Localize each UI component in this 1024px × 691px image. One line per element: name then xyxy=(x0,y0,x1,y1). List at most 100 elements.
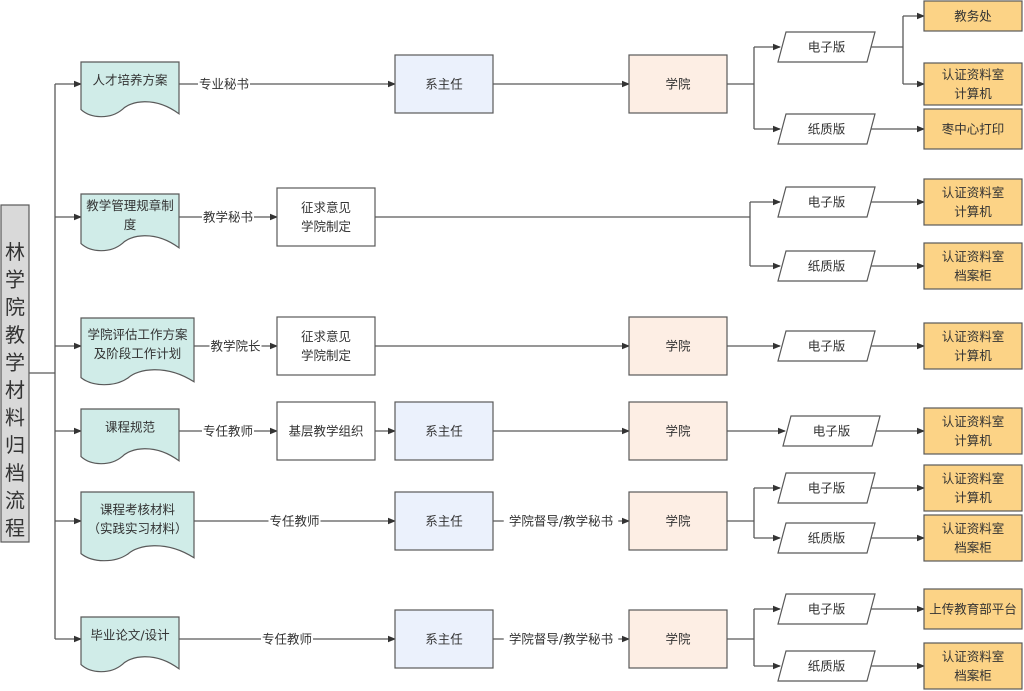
destination-label: 计算机 xyxy=(954,204,992,219)
document-node xyxy=(80,193,180,252)
title-char: 院 xyxy=(5,295,25,319)
edge-label-bg xyxy=(198,76,250,92)
process-node-college xyxy=(628,401,728,461)
edge-label-bg xyxy=(202,423,254,439)
document-node xyxy=(80,317,195,386)
title-char: 档 xyxy=(5,461,25,485)
destination-label: 认证资料室 xyxy=(942,329,1005,344)
process-label: 征求意见 xyxy=(301,200,351,215)
format-node xyxy=(777,113,876,145)
document-node xyxy=(80,491,195,562)
destination-node xyxy=(923,642,1023,690)
destination-node xyxy=(923,108,1023,150)
edge-label: 专任教师 xyxy=(203,424,253,439)
format-label: 电子版 xyxy=(808,40,846,55)
edge-label: 学院督导/教学秘书 xyxy=(509,632,613,647)
edge-label-bg xyxy=(503,631,619,647)
format-node xyxy=(777,330,876,362)
destination-node xyxy=(923,322,1023,370)
process-label: 基层教学组织 xyxy=(288,424,363,439)
process-node-college xyxy=(628,316,728,376)
document-node xyxy=(80,61,180,118)
title-box xyxy=(0,204,30,543)
destination-node xyxy=(923,588,1023,630)
destination-label: 认证资料室 xyxy=(942,521,1005,536)
format-label: 纸质版 xyxy=(808,122,846,137)
edge-label: 学院督导/教学秘书 xyxy=(509,514,613,529)
destination-label: 计算机 xyxy=(954,348,992,363)
title-char: 程 xyxy=(5,516,25,540)
process-label: 学院 xyxy=(665,632,691,647)
document-label: （实践实习材料） xyxy=(87,521,187,536)
format-label: 电子版 xyxy=(808,339,846,354)
edge-label: 教学秘书 xyxy=(203,210,253,225)
destination-node xyxy=(923,0,1023,32)
document-label: 教学管理规章制 xyxy=(86,198,174,213)
document-node xyxy=(80,408,180,465)
process-label: 学院 xyxy=(665,339,691,354)
process-label: 学院 xyxy=(665,514,691,529)
title-char: 林 xyxy=(5,240,25,264)
edge-label: 专任教师 xyxy=(269,514,319,529)
edge-label: 教学院长 xyxy=(210,339,261,354)
format-node xyxy=(777,31,876,63)
document-label: 课程规范 xyxy=(105,420,155,435)
destination-label: 认证资料室 xyxy=(942,249,1005,264)
format-label: 纸质版 xyxy=(808,531,846,546)
destination-label: 计算机 xyxy=(954,86,992,101)
format-node xyxy=(777,650,876,682)
format-node xyxy=(777,186,876,218)
process-label: 学院 xyxy=(665,424,691,439)
process-node-college xyxy=(628,54,728,114)
destination-label: 认证资料室 xyxy=(942,185,1005,200)
edge-label: 专任教师 xyxy=(262,632,312,647)
format-label: 纸质版 xyxy=(808,259,846,274)
process-node-college xyxy=(628,491,728,551)
format-node xyxy=(777,472,876,504)
format-node xyxy=(782,415,881,447)
process-node-college xyxy=(628,609,728,669)
destination-label: 档案柜 xyxy=(954,268,992,283)
title-char: 教 xyxy=(5,323,25,347)
destination-node xyxy=(923,178,1023,226)
process-node-dept xyxy=(394,401,494,461)
process-label: 系主任 xyxy=(425,424,463,439)
title-char: 材 xyxy=(5,378,25,402)
process-node-plain xyxy=(276,187,376,247)
title-char: 学 xyxy=(5,268,25,292)
process-node-dept xyxy=(394,609,494,669)
destination-label: 档案柜 xyxy=(954,668,992,683)
destination-label: 教务处 xyxy=(954,9,992,24)
process-label: 系主任 xyxy=(425,77,463,92)
process-label: 征求意见 xyxy=(301,329,351,344)
process-label: 系主任 xyxy=(425,514,463,529)
document-label: 课程考核材料 xyxy=(100,502,176,517)
destination-node xyxy=(923,464,1023,512)
format-label: 电子版 xyxy=(808,195,846,210)
document-label: 毕业论文/设计 xyxy=(90,628,169,643)
format-label: 电子版 xyxy=(808,481,846,496)
document-label: 度 xyxy=(124,217,137,232)
destination-label: 枣中心打印 xyxy=(942,122,1005,137)
edge-label-bg xyxy=(209,338,262,354)
format-node xyxy=(777,522,876,554)
format-label: 电子版 xyxy=(808,602,846,617)
edge-label-bg xyxy=(503,513,619,529)
edge-label-bg xyxy=(202,209,254,225)
edge-label-bg xyxy=(268,513,321,529)
destination-node xyxy=(923,242,1023,290)
process-node-plain xyxy=(276,316,376,376)
destination-label: 认证资料室 xyxy=(942,414,1005,429)
format-label: 纸质版 xyxy=(808,659,846,674)
title-char: 流 xyxy=(5,488,25,512)
destination-node xyxy=(923,62,1023,106)
title-char: 料 xyxy=(5,406,25,430)
destination-label: 计算机 xyxy=(954,490,992,505)
format-node xyxy=(777,250,876,282)
format-label: 电子版 xyxy=(813,424,851,439)
document-label: 学院评估工作方案 xyxy=(87,327,188,342)
destination-label: 认证资料室 xyxy=(942,67,1005,82)
destination-node xyxy=(923,407,1023,455)
process-node-plain xyxy=(276,401,376,461)
